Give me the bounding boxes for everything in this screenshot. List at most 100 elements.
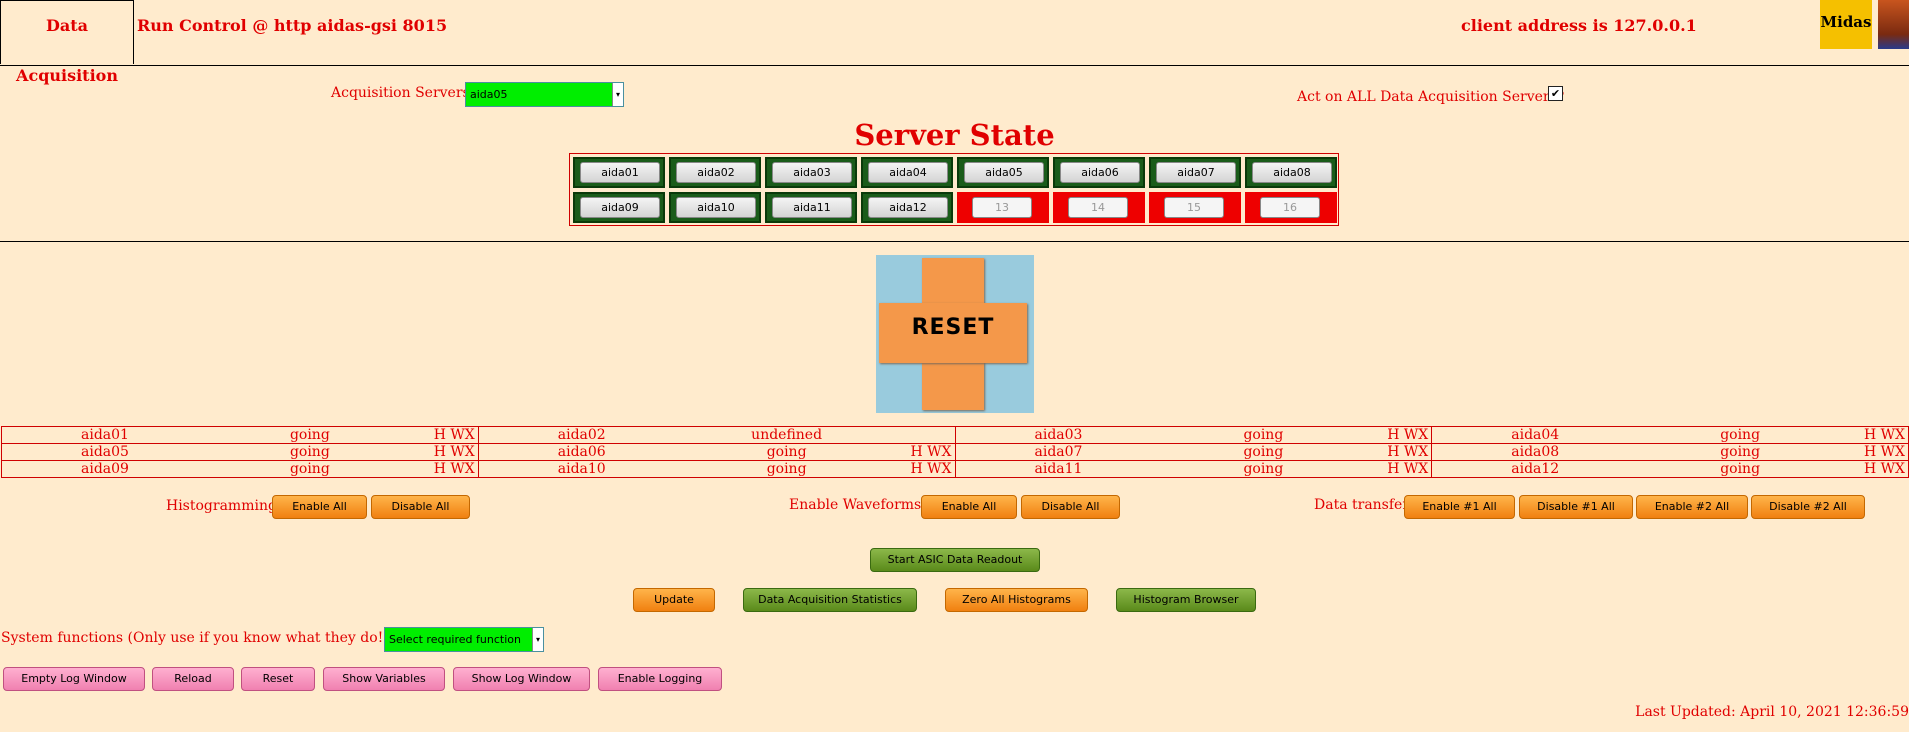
status-cell: aida04 going H WX xyxy=(1431,426,1909,444)
zero-histograms-button[interactable]: Zero All Histograms xyxy=(945,588,1088,612)
system-functions-label: System functions (Only use if you know w… xyxy=(1,630,401,646)
hist-disable-all-button[interactable]: Disable All xyxy=(371,495,470,519)
server-cell: aida03 xyxy=(765,157,857,188)
page-title: Run Control @ http aidas-gsi 8015 xyxy=(137,16,448,35)
reset-small-button[interactable]: Reset xyxy=(241,667,315,691)
status-cell: aida02 undefined xyxy=(477,426,956,444)
server-cell: aida12 xyxy=(861,192,953,223)
server-button[interactable]: aida07 xyxy=(1156,162,1236,183)
server-button[interactable]: 13 xyxy=(972,197,1032,218)
server-cell: 13 xyxy=(957,192,1049,223)
server-cell: aida06 xyxy=(1053,157,1145,188)
status-server-name: aida06 xyxy=(557,444,606,460)
status-flags: H WX xyxy=(1863,444,1905,460)
status-server-name: aida05 xyxy=(81,444,129,460)
status-state: undefined xyxy=(751,427,823,443)
server-button[interactable]: aida02 xyxy=(676,162,756,183)
tab-data-acquisition[interactable]: Data Acquisition xyxy=(0,0,134,85)
start-asic-readout-button[interactable]: Start ASIC Data Readout xyxy=(870,548,1040,572)
enable-logging-button[interactable]: Enable Logging xyxy=(598,667,722,691)
reset-cross-horizontal xyxy=(879,303,1027,363)
status-flags: H WX xyxy=(433,461,475,477)
status-server-name: aida04 xyxy=(1511,427,1560,443)
status-flags: H WX xyxy=(1387,427,1429,443)
status-flags: H WX xyxy=(1863,427,1905,443)
server-button[interactable]: aida12 xyxy=(868,197,948,218)
acq-servers-label: Acquisition Servers xyxy=(331,85,470,101)
server-button[interactable]: 15 xyxy=(1164,197,1224,218)
header-divider xyxy=(0,65,1909,66)
enable-2-all-button[interactable]: Enable #2 All xyxy=(1636,495,1748,519)
status-flags: H WX xyxy=(910,444,952,460)
server-button[interactable]: aida04 xyxy=(868,162,948,183)
server-cell: aida08 xyxy=(1245,157,1337,188)
status-server-name: aida09 xyxy=(81,461,129,477)
server-button[interactable]: aida01 xyxy=(580,162,660,183)
status-state: going xyxy=(766,461,807,477)
acq-servers-select[interactable]: aida05 ▾ xyxy=(465,82,624,107)
status-server-name: aida11 xyxy=(1034,461,1083,477)
server-cell: aida04 xyxy=(861,157,953,188)
server-button[interactable]: aida06 xyxy=(1060,162,1140,183)
status-state: going xyxy=(1720,444,1761,460)
server-button[interactable]: aida03 xyxy=(772,162,852,183)
status-flags: H WX xyxy=(1387,444,1429,460)
reload-button[interactable]: Reload xyxy=(152,667,234,691)
status-state: going xyxy=(289,427,330,443)
data-transfer-label: Data transfer xyxy=(1314,497,1410,513)
histogram-browser-button[interactable]: Histogram Browser xyxy=(1116,588,1256,612)
system-function-select[interactable]: Select required function ▾ xyxy=(384,627,544,652)
daq-statistics-button[interactable]: Data Acquisition Statistics xyxy=(743,588,917,612)
server-cell: 14 xyxy=(1053,192,1145,223)
status-cell: aida06 going H WX xyxy=(477,443,956,461)
hist-enable-all-button[interactable]: Enable All xyxy=(272,495,367,519)
server-button[interactable]: aida05 xyxy=(964,162,1044,183)
midas-logo: Midas xyxy=(1820,0,1872,49)
server-cell: aida07 xyxy=(1149,157,1241,188)
server-button[interactable]: 14 xyxy=(1068,197,1128,218)
update-button[interactable]: Update xyxy=(633,588,715,612)
chevron-down-icon: ▾ xyxy=(612,83,623,106)
wave-disable-all-button[interactable]: Disable All xyxy=(1021,495,1120,519)
server-button[interactable]: aida11 xyxy=(772,197,852,218)
server-button[interactable]: aida08 xyxy=(1252,162,1332,183)
status-cell: aida01 going H WX xyxy=(1,426,479,444)
enable-1-all-button[interactable]: Enable #1 All xyxy=(1404,495,1515,519)
status-flags: H WX xyxy=(910,461,952,477)
status-server-name: aida08 xyxy=(1511,444,1560,460)
status-state: going xyxy=(766,444,807,460)
last-updated: Last Updated: April 10, 2021 12:36:59 xyxy=(1635,704,1909,720)
status-state: going xyxy=(1720,461,1761,477)
tcl-logo xyxy=(1878,0,1909,49)
server-cell: aida02 xyxy=(669,157,761,188)
server-state-title: Server State xyxy=(854,118,1055,152)
act-all-checkbox[interactable]: ✔ xyxy=(1548,86,1563,101)
disable-1-all-button[interactable]: Disable #1 All xyxy=(1519,495,1633,519)
show-variables-button[interactable]: Show Variables xyxy=(323,667,445,691)
status-flags: H WX xyxy=(1863,461,1905,477)
disable-2-all-button[interactable]: Disable #2 All xyxy=(1751,495,1865,519)
server-cell: 16 xyxy=(1245,192,1337,223)
status-server-name: aida02 xyxy=(557,427,606,443)
server-cell: aida09 xyxy=(573,192,665,223)
status-flags: H WX xyxy=(433,427,475,443)
empty-log-window-button[interactable]: Empty Log Window xyxy=(3,667,145,691)
show-log-window-button[interactable]: Show Log Window xyxy=(453,667,590,691)
status-server-name: aida01 xyxy=(81,427,129,443)
server-button[interactable]: aida10 xyxy=(676,197,756,218)
reset-button[interactable]: RESET xyxy=(876,255,1034,413)
waveforms-label: Enable Waveforms xyxy=(789,497,922,513)
status-flags: H WX xyxy=(1387,461,1429,477)
status-cell: aida08 going H WX xyxy=(1431,443,1909,461)
status-state: going xyxy=(1720,427,1761,443)
server-button[interactable]: aida09 xyxy=(580,197,660,218)
wave-enable-all-button[interactable]: Enable All xyxy=(921,495,1017,519)
server-button[interactable]: 16 xyxy=(1260,197,1320,218)
status-server-name: aida07 xyxy=(1034,444,1083,460)
